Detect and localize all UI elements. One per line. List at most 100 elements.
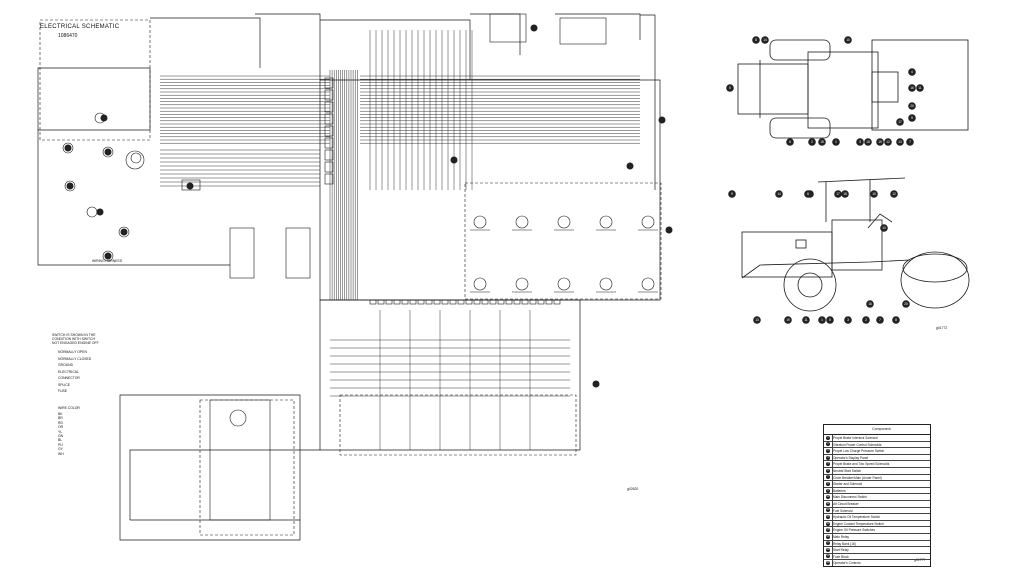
component-name: Starter and Solenoid bbox=[833, 482, 863, 487]
top-view-callout-number: 14 bbox=[763, 38, 767, 42]
module-box bbox=[181, 179, 201, 191]
connector-pin bbox=[545, 299, 553, 305]
connector-pin bbox=[513, 299, 521, 305]
side-view-callout-number: 16 bbox=[868, 302, 872, 306]
table-divider bbox=[831, 547, 833, 553]
side-view-callout-number: 19 bbox=[786, 318, 790, 322]
side-view-callout bbox=[876, 316, 884, 324]
table-divider bbox=[831, 441, 833, 448]
steering-column bbox=[867, 213, 893, 229]
top-view-callout-number: 2 bbox=[811, 140, 813, 144]
dashed-enclosure bbox=[199, 399, 295, 536]
schematic-callout bbox=[626, 162, 634, 170]
wire-color-entry: GN bbox=[58, 434, 64, 438]
component-number-badge: 12 bbox=[826, 508, 830, 513]
component-number-badge: 15 bbox=[826, 528, 830, 533]
component-name: Propel Brake Interlock Solenoid bbox=[833, 436, 878, 440]
harness-label: WIRING HARNESS bbox=[92, 259, 122, 263]
top-view-callout bbox=[884, 138, 892, 146]
connector-pin bbox=[489, 299, 497, 305]
switch-symbol bbox=[64, 180, 76, 192]
relay-coil bbox=[515, 277, 529, 291]
component-number-badge: 14 bbox=[826, 521, 830, 526]
side-view-callout bbox=[818, 316, 826, 324]
schematic-callout bbox=[100, 114, 108, 122]
top-view-callout bbox=[876, 138, 884, 146]
frame-line bbox=[319, 299, 581, 451]
gauge-symbol bbox=[229, 409, 247, 427]
component-table-header: Component bbox=[824, 425, 930, 435]
frame-line bbox=[37, 130, 230, 266]
legend-entry: ELECTRICAL bbox=[58, 369, 79, 374]
table-divider bbox=[831, 527, 833, 533]
side-view-callout-number: 13 bbox=[755, 318, 759, 322]
component-number-badge: 3 bbox=[826, 448, 830, 453]
connector-pin bbox=[529, 299, 537, 305]
connector-block bbox=[324, 173, 334, 185]
top-view-callout-number: 6 bbox=[789, 140, 791, 144]
switch-symbol bbox=[62, 142, 74, 154]
frame-line bbox=[37, 67, 151, 131]
table-divider bbox=[831, 494, 833, 500]
top-view-callout bbox=[908, 84, 916, 92]
component-name: Vibration Power Control Solenoids bbox=[833, 442, 882, 447]
top-view-callout-number: 16 bbox=[910, 86, 914, 90]
connector-pin bbox=[385, 299, 393, 305]
side-view-callout bbox=[728, 190, 736, 198]
connector-block bbox=[324, 89, 334, 101]
wire-color-header: WIRE COLOR bbox=[58, 406, 80, 410]
side-view-callout-number: 6 bbox=[807, 192, 809, 196]
side-view-callout-number: 12 bbox=[892, 192, 896, 196]
frame-line bbox=[150, 17, 261, 68]
wire-color-entry: YL bbox=[58, 429, 63, 434]
dashed-enclosure bbox=[464, 182, 662, 300]
connector-pin bbox=[409, 299, 417, 305]
table-divider bbox=[831, 435, 833, 441]
component-number-badge: 18 bbox=[826, 547, 830, 552]
side-view-figure-code: g01772 bbox=[936, 326, 948, 330]
side-view-callout-number: 3 bbox=[847, 318, 849, 322]
switch-symbol bbox=[102, 250, 114, 262]
table-divider bbox=[831, 507, 833, 514]
top-view-callout bbox=[908, 114, 916, 122]
display-panel-box bbox=[209, 399, 271, 521]
rear-hub bbox=[797, 272, 823, 298]
wire-color-entry: BK bbox=[58, 412, 63, 416]
top-view-callout bbox=[818, 138, 826, 146]
wire-color-entry: GY bbox=[58, 447, 63, 452]
component-name: Relay Bank (16) bbox=[833, 541, 856, 546]
top-view-callout-number: 12 bbox=[886, 140, 890, 144]
side-view-callout bbox=[841, 190, 849, 198]
side-view-callout bbox=[784, 316, 792, 324]
component-name: Main Relay bbox=[833, 534, 849, 539]
legend-entry: CONNECTOR bbox=[58, 376, 80, 380]
side-view-callout-number: 17 bbox=[836, 192, 840, 196]
component-name: Engine Oil Pressure Switches bbox=[833, 528, 875, 533]
schematic-callout bbox=[120, 228, 128, 236]
top-view-callout bbox=[856, 138, 864, 146]
top-view-callout-number: 20 bbox=[910, 104, 914, 108]
component-number-badge: 5 bbox=[826, 462, 830, 467]
top-view-callout bbox=[808, 138, 816, 146]
top-view-callout-number: 3 bbox=[859, 140, 861, 144]
connector-block bbox=[324, 113, 334, 125]
connector-block bbox=[324, 77, 334, 89]
table-divider bbox=[831, 487, 833, 494]
table-divider bbox=[831, 560, 833, 566]
top-view-callout bbox=[896, 138, 904, 146]
top-view-callout bbox=[832, 138, 840, 146]
side-view-callout bbox=[892, 316, 900, 324]
relay-coil bbox=[641, 215, 655, 229]
side-view-callout-number: 8 bbox=[895, 318, 897, 322]
dashed-enclosure bbox=[339, 394, 577, 456]
top-view-callout-number: 1 bbox=[835, 140, 837, 144]
